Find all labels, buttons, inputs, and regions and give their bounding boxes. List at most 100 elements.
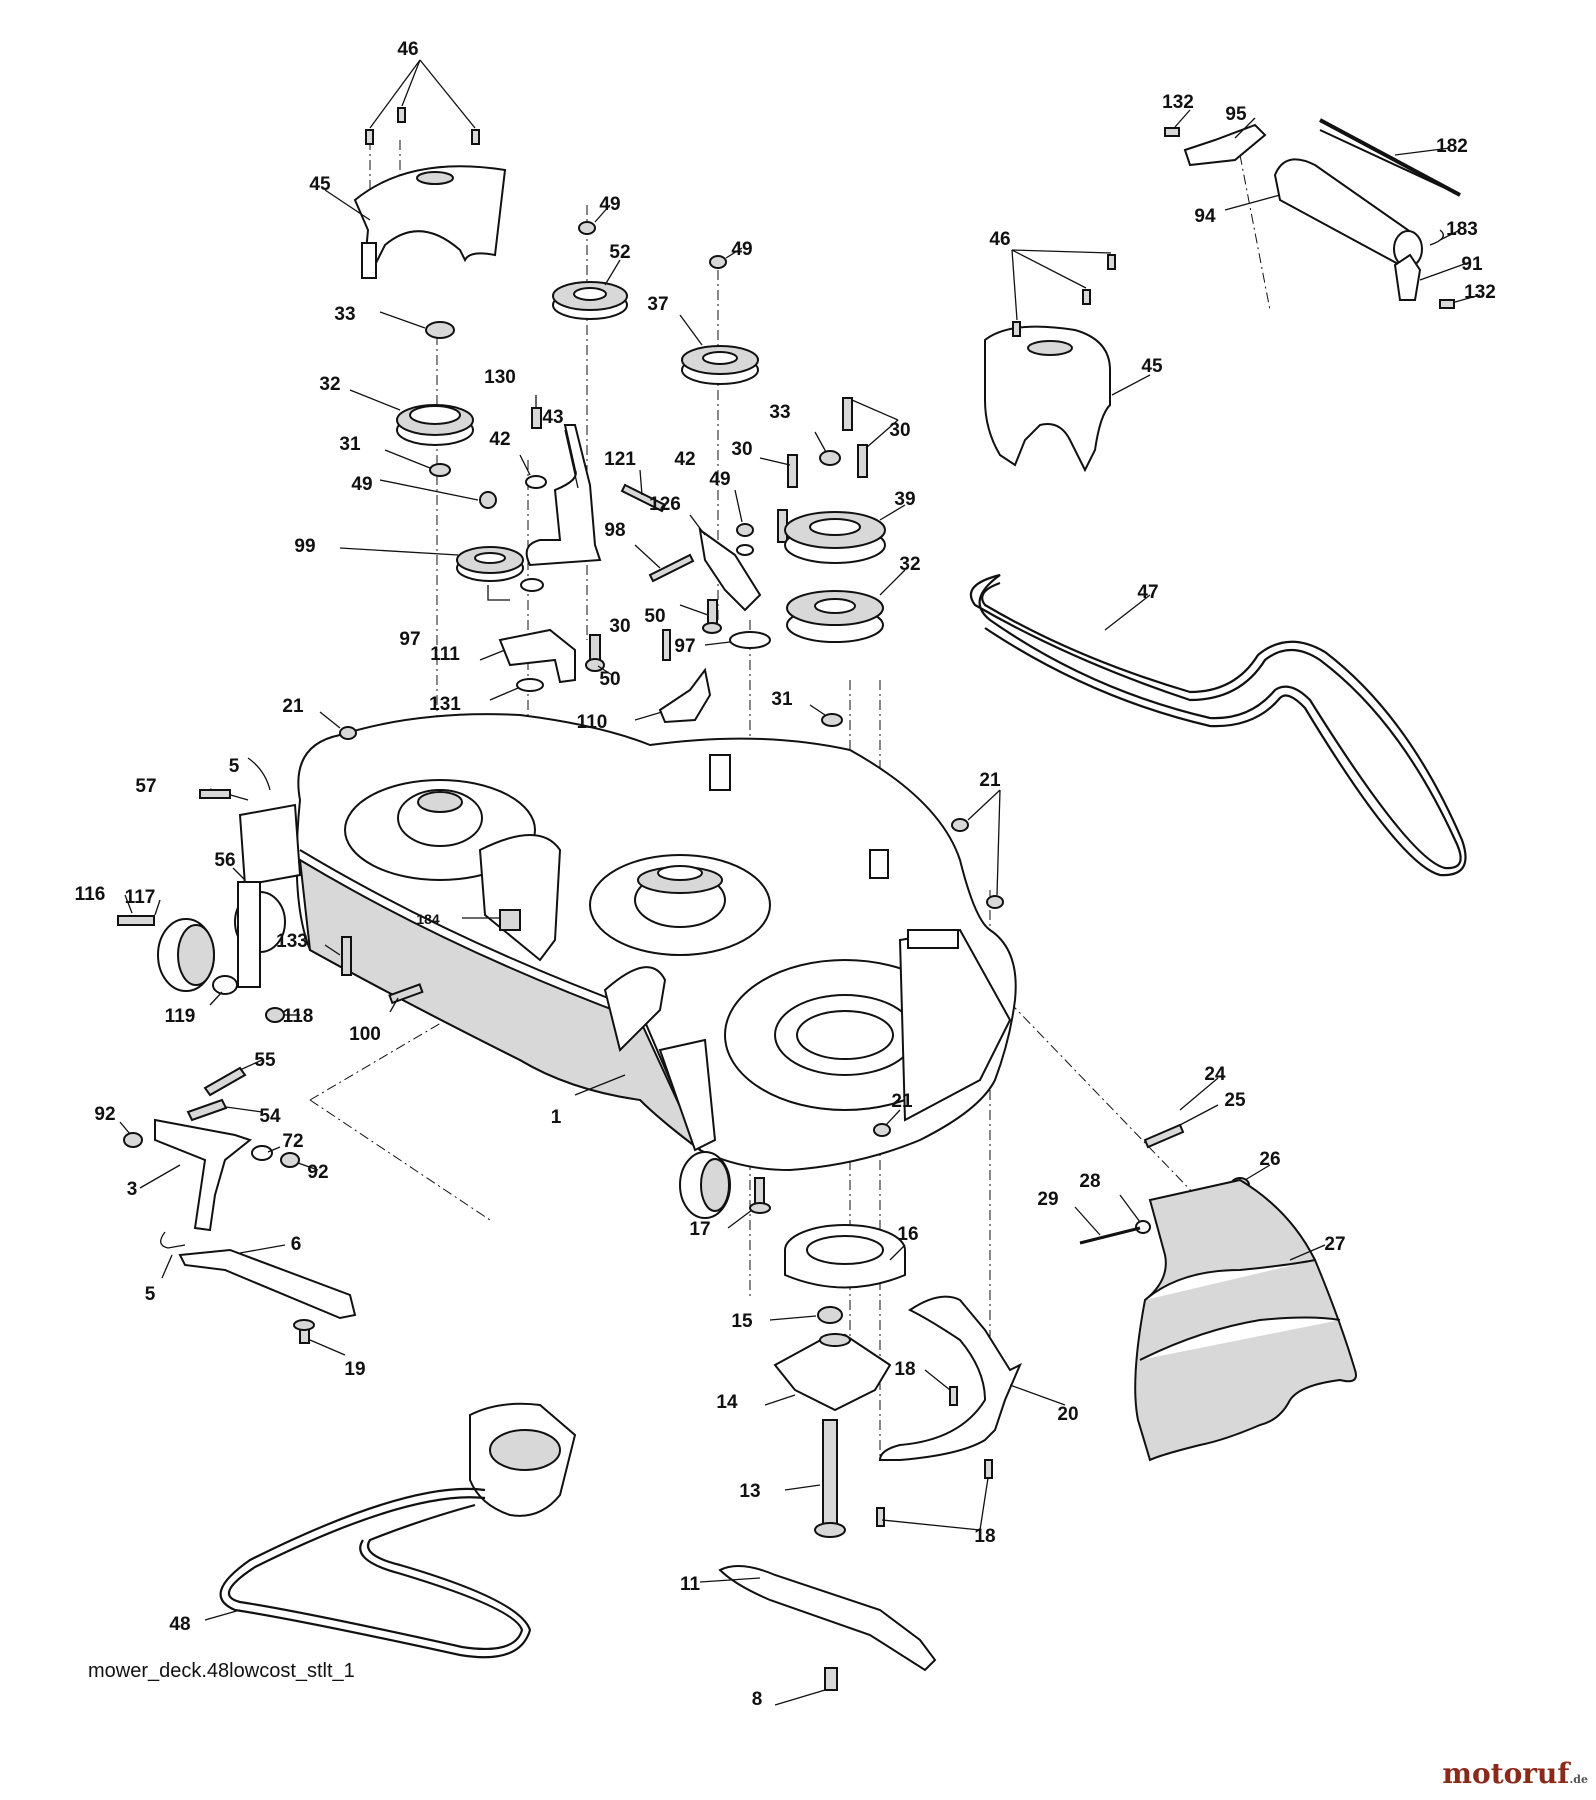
callout-49-4: 49	[709, 469, 730, 490]
callout-55: 55	[254, 1050, 276, 1071]
front-wheel	[679, 1151, 771, 1229]
callout-183: 183	[1446, 219, 1478, 240]
gauge-wheel-left	[117, 757, 521, 1023]
callout-97-1: 97	[399, 629, 420, 650]
callout-117: 117	[125, 887, 156, 908]
callout-13: 13	[739, 1481, 760, 1502]
callout-47: 47	[1137, 582, 1158, 603]
callout-39: 39	[894, 489, 915, 510]
blade-cover-right	[984, 249, 1151, 473]
washer-97-right	[704, 631, 771, 649]
callout-110: 110	[577, 712, 608, 733]
callout-25: 25	[1224, 1090, 1246, 1111]
callout-54: 54	[259, 1106, 281, 1127]
deflector-20	[876, 1295, 1066, 1531]
callout-126: 126	[649, 494, 681, 515]
callout-45-2: 45	[1141, 356, 1163, 377]
callout-30-3: 30	[609, 616, 630, 637]
callout-14: 14	[716, 1392, 738, 1413]
callout-16: 16	[897, 1224, 918, 1245]
callout-56: 56	[214, 850, 235, 871]
callout-132-2: 132	[1464, 282, 1496, 303]
watermark-suffix: .de	[1569, 1773, 1588, 1786]
callout-50-2: 50	[599, 669, 620, 690]
mower-deck	[238, 713, 1017, 1172]
callout-15: 15	[731, 1311, 753, 1332]
callout-18-1: 18	[894, 1359, 915, 1380]
watermark-logo: motoruf.de	[1442, 1757, 1588, 1790]
callout-95: 95	[1225, 104, 1247, 125]
callout-37: 37	[647, 294, 668, 315]
callout-49-2: 49	[731, 239, 752, 260]
callout-97-2: 97	[674, 636, 695, 657]
pulley-stack-left	[339, 311, 524, 601]
bracket-110	[634, 629, 712, 724]
chute-spring	[1143, 1077, 1219, 1149]
callout-6: 6	[291, 1234, 302, 1255]
callout-57: 57	[135, 776, 156, 797]
callout-26: 26	[1259, 1149, 1280, 1170]
callout-19: 19	[344, 1359, 365, 1380]
callout-42-2: 42	[674, 449, 695, 470]
nuts-21	[319, 711, 1004, 1137]
callout-1: 1	[551, 1107, 562, 1128]
callout-49-3: 49	[351, 474, 372, 495]
callout-8: 8	[752, 1689, 763, 1710]
drive-belt-47	[969, 573, 1467, 877]
callout-92-1: 92	[94, 1104, 115, 1125]
callout-43: 43	[542, 407, 563, 428]
callout-5-2: 5	[145, 1284, 156, 1305]
callout-100: 100	[349, 1024, 381, 1045]
diagram-caption: mower_deck.48lowcost_stlt_1	[88, 1660, 355, 1682]
callout-21-2: 21	[979, 770, 1001, 791]
callout-98: 98	[604, 520, 625, 541]
callout-33-2: 33	[769, 402, 790, 423]
callout-27: 27	[1324, 1234, 1345, 1255]
callout-5-1: 5	[229, 756, 240, 777]
idler-arm-43	[479, 395, 602, 701]
blade-cover-left	[324, 165, 507, 279]
callout-133: 133	[276, 931, 308, 952]
screws-46-left	[365, 59, 480, 145]
callout-72: 72	[282, 1131, 303, 1152]
callout-91: 91	[1461, 254, 1483, 275]
callout-46-1: 46	[397, 39, 418, 60]
callout-132-1: 132	[1162, 92, 1194, 113]
idler-pulley-37	[679, 247, 759, 385]
callout-30-2: 30	[889, 420, 910, 441]
callout-30-1: 30	[731, 439, 752, 460]
callout-17: 17	[689, 1219, 710, 1240]
deck-belt-48	[204, 1402, 577, 1659]
callout-94: 94	[1194, 206, 1216, 227]
idler-pulley-52	[552, 204, 628, 320]
callout-118: 118	[283, 1006, 314, 1027]
callout-32-1: 32	[319, 374, 340, 395]
spring-121	[620, 469, 667, 513]
callout-11: 11	[680, 1574, 701, 1595]
callout-31-1: 31	[339, 434, 361, 455]
callout-45-1: 45	[309, 174, 331, 195]
lift-bracket	[119, 1059, 357, 1356]
callout-18-2: 18	[974, 1526, 995, 1547]
callout-28: 28	[1079, 1171, 1100, 1192]
callout-116: 116	[75, 884, 106, 905]
callout-131: 131	[429, 694, 461, 715]
callout-33-1: 33	[334, 304, 355, 325]
callout-182: 182	[1436, 136, 1468, 157]
spring-98	[634, 544, 695, 583]
bolts-50	[585, 599, 722, 676]
callout-49-1: 49	[599, 194, 620, 215]
bracket-126	[689, 489, 762, 612]
callout-92-2: 92	[307, 1162, 328, 1183]
callout-21-3: 21	[891, 1091, 913, 1112]
callout-29: 29	[1037, 1189, 1058, 1210]
callout-99: 99	[294, 536, 315, 557]
callout-46-2: 46	[989, 229, 1010, 250]
callout-48: 48	[169, 1614, 190, 1635]
callout-24: 24	[1204, 1064, 1226, 1085]
spindle-assembly	[764, 1224, 906, 1538]
callout-130: 130	[484, 367, 516, 388]
callout-3: 3	[127, 1179, 138, 1200]
